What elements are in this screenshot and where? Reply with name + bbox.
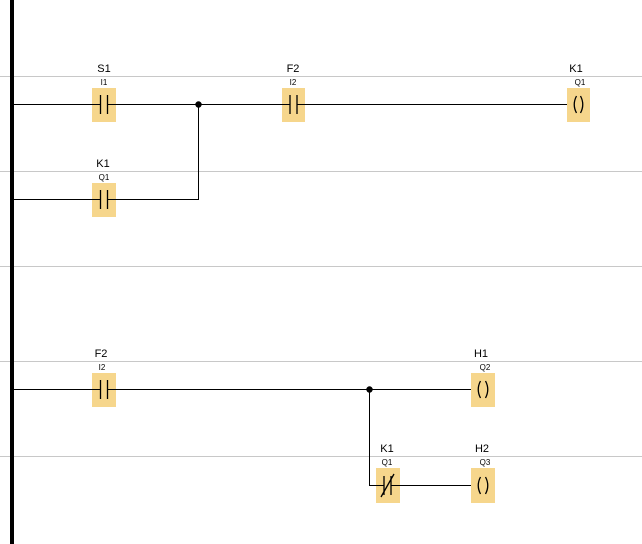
- wire: [369, 389, 376, 486]
- coil-icon: [477, 476, 489, 495]
- element-name: H2: [475, 443, 489, 455]
- element-highlight: [282, 88, 305, 122]
- element-highlight: [471, 468, 495, 503]
- element-name: H1: [474, 348, 488, 360]
- junction-dot: [195, 101, 202, 108]
- rung-1: S1 I1 F2 I2 K1 Q1: [14, 63, 590, 217]
- coil-k1[interactable]: K1 Q1: [567, 63, 590, 122]
- no-contact-icon: [282, 95, 305, 114]
- contact-f2[interactable]: F2 I2: [92, 348, 116, 407]
- element-name: S1: [97, 63, 110, 75]
- element-address: Q1: [99, 173, 110, 182]
- element-address: I2: [99, 363, 106, 372]
- element-name: K1: [380, 443, 393, 455]
- element-name: F2: [95, 348, 108, 360]
- contact-f2[interactable]: F2 I2: [282, 63, 305, 122]
- element-name: K1: [569, 63, 582, 75]
- coil-h2[interactable]: H2 Q3: [471, 443, 495, 503]
- element-highlight: [567, 88, 590, 122]
- contact-s1[interactable]: S1 I1: [92, 63, 116, 122]
- junction-dot: [366, 386, 373, 393]
- coil-icon: [477, 380, 489, 399]
- grid-lines: [0, 76, 642, 457]
- element-address: Q3: [480, 458, 491, 467]
- element-address: I2: [290, 78, 297, 87]
- nc-contact-icon: [376, 473, 400, 498]
- element-address: Q2: [480, 363, 491, 372]
- no-contact-icon: [92, 190, 116, 209]
- element-name: K1: [96, 158, 109, 170]
- element-name: F2: [287, 63, 300, 75]
- power-rail: [10, 0, 14, 544]
- element-address: Q1: [575, 78, 586, 87]
- no-contact-icon: [92, 380, 116, 399]
- wire: [116, 104, 199, 200]
- contact-k1-seal[interactable]: K1 Q1: [92, 158, 116, 217]
- rung-2: F2 I2 H1 Q2 K1 Q1: [14, 348, 495, 503]
- element-highlight: [471, 373, 495, 407]
- element-address: Q1: [382, 458, 393, 467]
- element-address: I1: [101, 78, 108, 87]
- coil-h1[interactable]: H1 Q2: [471, 348, 495, 407]
- contact-k1-nc[interactable]: K1 Q1: [376, 443, 400, 503]
- coil-icon: [573, 95, 584, 114]
- no-contact-icon: [92, 95, 116, 114]
